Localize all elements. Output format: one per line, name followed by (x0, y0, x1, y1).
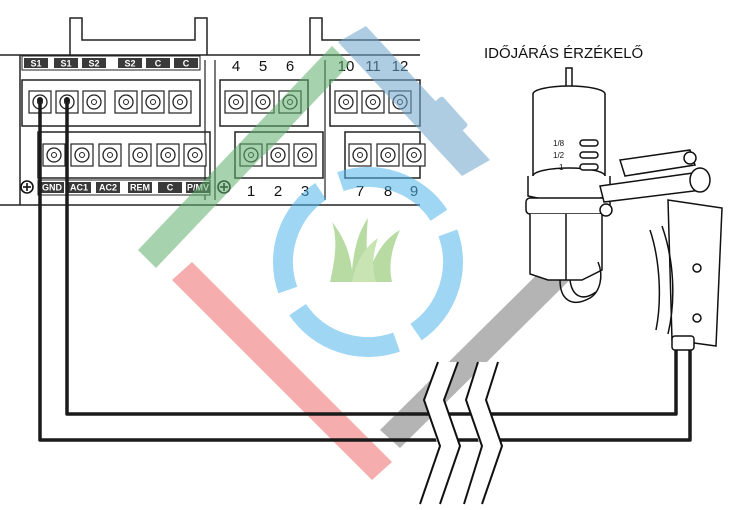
terminal-tag-label: REM (130, 183, 150, 193)
terminal-tag (54, 58, 78, 68)
watermark-logo (138, 26, 600, 480)
terminal-tag-label: S2 (88, 59, 99, 69)
zone-number: 6 (286, 58, 294, 75)
scale-label: 1/2 (553, 151, 565, 160)
wire-break-icon (419, 361, 504, 505)
zone-number: 8 (384, 183, 392, 200)
zone-number: 5 (259, 58, 267, 75)
terminal-tag-label: C (183, 59, 190, 69)
terminal-screws (28, 90, 426, 167)
scale-label: 1 (559, 163, 564, 172)
terminal-tag-label: S1 (60, 59, 71, 69)
top-terminal-tags: S1 S1 S2 S2 C C (24, 58, 198, 69)
terminal-tag-label: S1 (30, 59, 41, 69)
terminal-tag (128, 182, 152, 193)
zone-number: 4 (232, 58, 240, 75)
ring-icon (273, 167, 463, 357)
ground-icon (20, 180, 34, 194)
terminal-tag-label: C (167, 183, 174, 193)
terminal-tag (146, 58, 170, 68)
terminal-tag (96, 182, 120, 193)
terminal-tag-label: S2 (124, 59, 135, 69)
terminal-tag-label: AC2 (99, 183, 117, 193)
zone-number: 1 (247, 183, 255, 200)
green-stripe (138, 46, 350, 268)
wire-gnd (38, 100, 692, 442)
terminal-tag-label: C (155, 59, 162, 69)
red-stripe (172, 262, 392, 480)
terminal-tag (67, 182, 91, 193)
terminal-tag (158, 182, 182, 193)
scale-label: 1/8 (553, 139, 565, 148)
terminal-tag (82, 58, 106, 68)
rain-sensor (525, 67, 723, 351)
terminal-tag-label: AC1 (70, 183, 88, 193)
terminal-tag-label: GND (42, 183, 63, 193)
zone-number: 2 (274, 183, 282, 200)
blue-stripe (338, 26, 490, 176)
zone-number: 7 (356, 183, 364, 200)
terminal-tag (24, 58, 48, 68)
sensor-wires (38, 100, 692, 442)
grass-icon (330, 218, 400, 282)
wire-s1 (65, 100, 678, 416)
terminal-tag (174, 58, 198, 68)
sensor-title: IDŐJÁRÁS ÉRZÉKELŐ (484, 45, 643, 62)
terminal-tag (40, 182, 64, 193)
terminal-tag (118, 58, 142, 68)
